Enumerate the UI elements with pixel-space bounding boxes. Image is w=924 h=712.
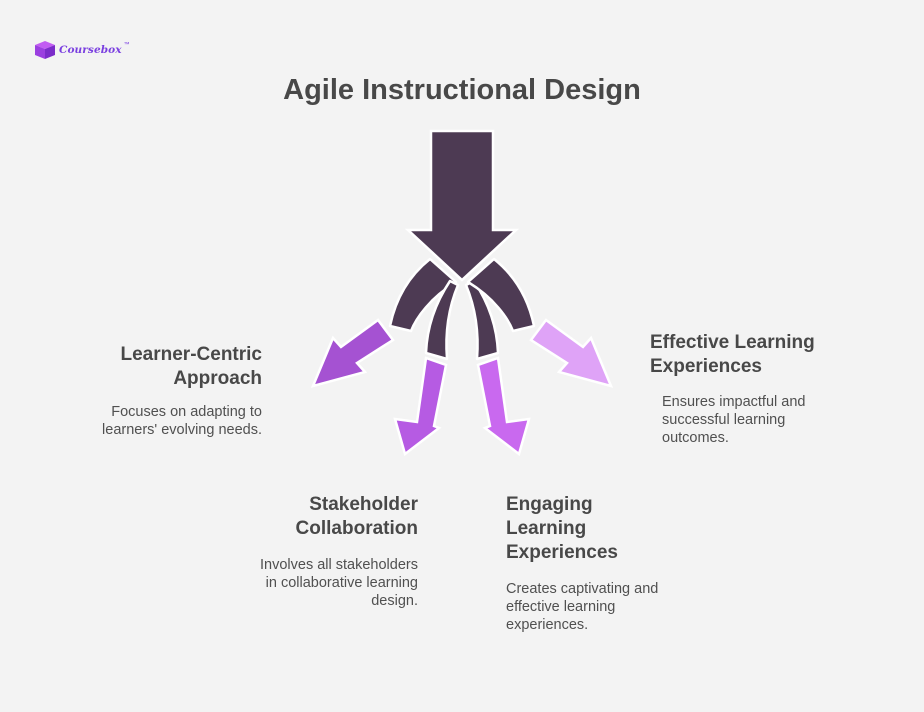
arrow-stakeholder-collaboration [393, 356, 448, 457]
heading-line: Collaboration [295, 518, 418, 539]
description-line: Ensures impactful and [662, 394, 806, 410]
heading-line: Learner-Centric [120, 344, 263, 365]
arrow-engaging-learning [476, 356, 531, 457]
item-engaging-learning: Engaging Learning Experiences Creates ca… [506, 493, 706, 634]
heading-line: Approach [173, 368, 262, 389]
item-description: Involves all stakeholders in collaborati… [218, 556, 418, 610]
description-line: experiences. [506, 617, 589, 633]
root-center-right [464, 279, 500, 361]
item-heading: Stakeholder Collaboration [218, 493, 418, 541]
heading-line: Effective Learning [650, 332, 815, 353]
item-effective-learning: Effective Learning Experiences Ensures i… [650, 331, 890, 447]
description-line: design. [371, 593, 418, 609]
description-line: Involves all stakeholders [260, 557, 418, 573]
heading-line: Experiences [650, 356, 762, 377]
heading-line: Learning [506, 518, 587, 539]
item-description: Focuses on adapting to learners' evolvin… [60, 403, 262, 439]
item-description: Creates captivating and effective learni… [506, 580, 706, 634]
brand-name: Coursebox [59, 44, 122, 56]
item-heading: Effective Learning Experiences [650, 331, 890, 379]
heading-line: Engaging [506, 494, 593, 515]
description-line: in collaborative learning [265, 575, 418, 591]
description-line: Focuses on adapting to [111, 404, 262, 420]
item-stakeholder-collaboration: Stakeholder Collaboration Involves all s… [218, 493, 418, 610]
heading-line: Experiences [506, 542, 618, 563]
root-left [388, 257, 458, 333]
brand-trademark: ™ [123, 42, 130, 48]
root-right [466, 257, 536, 333]
item-learner-centric: Learner-Centric Approach Focuses on adap… [60, 343, 262, 439]
description-line: learners' evolving needs. [102, 422, 262, 438]
item-description: Ensures impactful and successful learnin… [662, 393, 890, 447]
item-heading: Learner-Centric Approach [60, 343, 263, 391]
brand-logo: Coursebox ™ [34, 40, 131, 60]
item-heading: Engaging Learning Experiences [506, 493, 706, 565]
description-line: outcomes. [662, 430, 729, 446]
description-line: Creates captivating and [506, 581, 659, 597]
root-center-left [424, 279, 460, 361]
arrow-effective-learning [529, 318, 614, 388]
central-trunk-arrow [404, 129, 520, 282]
description-line: effective learning [506, 599, 616, 615]
trunk-roots [388, 257, 536, 361]
arrow-learner-centric [310, 318, 395, 388]
diagram-title: Agile Instructional Design [283, 74, 641, 106]
cube-icon [35, 41, 55, 59]
description-line: successful learning [662, 412, 786, 428]
heading-line: Stakeholder [309, 494, 418, 515]
